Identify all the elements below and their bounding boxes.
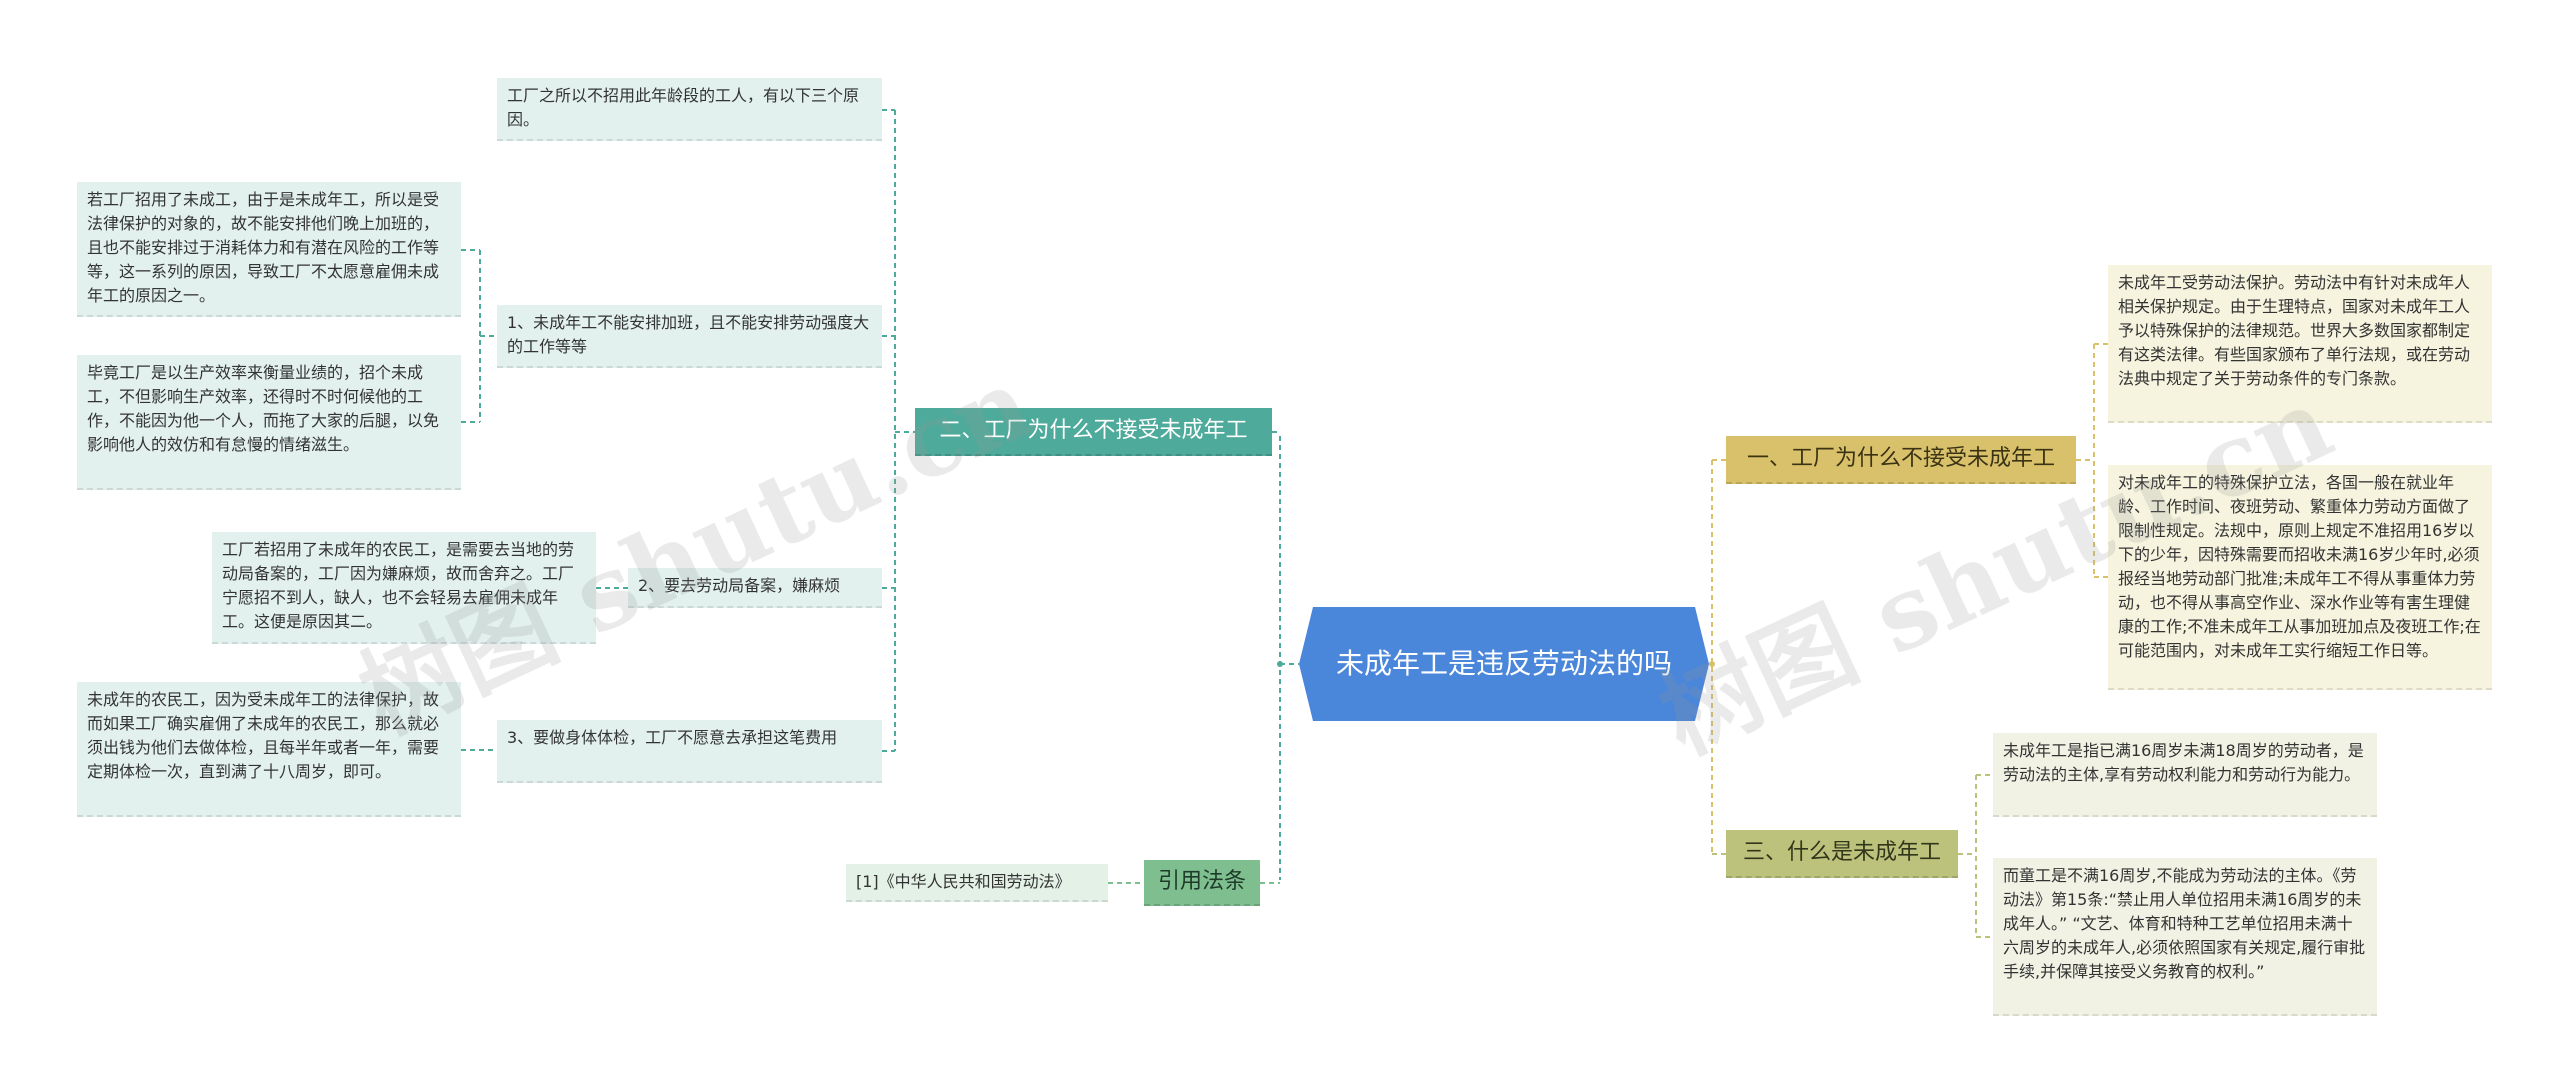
citation-labor-law-text: [1]《中华人民共和国劳动法》 [856,872,1071,891]
b2-reason-1-detail-a[interactable]: 若工厂招用了未成工，由于是未成年工，所以是受法律保护的对象的，故不能安排他们晚上… [77,182,461,317]
b2-reason-2-text: 2、要去劳动局备案，嫌麻烦 [638,576,841,595]
junction-center-right [1709,661,1715,667]
b2-reason-2-detail-text: 工厂若招用了未成年的农民工，是需要去当地的劳动局备案的，工厂因为嫌麻烦，故而舍弃… [222,540,575,631]
central-topic-label: 未成年工是违反劳动法的吗 [1335,647,1672,680]
b2-reason-1[interactable]: 1、未成年工不能安排加班，且不能安排劳动强度大的工作等等 [497,305,882,368]
b1-note-a[interactable]: 未成年工受劳动法保护。劳动法中有针对未成年人相关保护规定。由于生理特点，国家对未… [2108,265,2492,423]
b2-reason-1-text: 1、未成年工不能安排加班，且不能安排劳动强度大的工作等等 [507,313,870,356]
branch-two-label: 二、工厂为什么不接受未成年工 [939,418,1248,443]
b2-reason-3-text: 3、要做身体体检，工厂不愿意去承担这笔费用 [507,728,838,747]
b1-note-b-text: 对未成年工的特殊保护立法，各国一般在就业年龄、工作时间、夜班劳动、繁重体力劳动方… [2118,473,2481,660]
branch-one[interactable]: 一、工厂为什么不接受未成年工 [1726,436,2076,484]
b3-note-a-text: 未成年工是指已满16周岁未满18周岁的劳动者，是劳动法的主体,享有劳动权利能力和… [2003,741,2364,784]
b2-intro-text: 工厂之所以不招用此年龄段的工人，有以下三个原因。 [507,86,860,129]
b2-reason-1-detail-a-text: 若工厂招用了未成工，由于是未成年工，所以是受法律保护的对象的，故不能安排他们晚上… [87,190,440,305]
b2-reason-3-detail[interactable]: 未成年的农民工，因为受未成年工的法律保护，故而如果工厂确实雇佣了未成年的农民工，… [77,682,461,817]
central-topic[interactable]: 未成年工是违反劳动法的吗 [1299,607,1709,721]
b1-note-a-text: 未成年工受劳动法保护。劳动法中有针对未成年人相关保护规定。由于生理特点，国家对未… [2118,273,2471,388]
b2-reason-3[interactable]: 3、要做身体体检，工厂不愿意去承担这笔费用 [497,720,882,783]
b2-reason-1-detail-b[interactable]: 毕竟工厂是以生产效率来衡量业绩的，招个未成工，不但影响生产效率，还得时不时何候他… [77,355,461,490]
branch-three[interactable]: 三、什么是未成年工 [1726,830,1958,878]
b2-intro-note[interactable]: 工厂之所以不招用此年龄段的工人，有以下三个原因。 [497,78,882,141]
b2-reason-2[interactable]: 2、要去劳动局备案，嫌麻烦 [628,568,882,608]
b3-note-b-text: 而童工是不满16周岁,不能成为劳动法的主体。《劳动法》第15条:“禁止用人单位招… [2003,866,2366,981]
branch-three-label: 三、什么是未成年工 [1742,840,1941,865]
citation-labor-law[interactable]: [1]《中华人民共和国劳动法》 [846,864,1108,902]
junction-center-left [1277,661,1283,667]
b1-note-b[interactable]: 对未成年工的特殊保护立法，各国一般在就业年龄、工作时间、夜班劳动、繁重体力劳动方… [2108,465,2492,690]
b2-reason-1-detail-b-text: 毕竟工厂是以生产效率来衡量业绩的，招个未成工，不但影响生产效率，还得时不时何候他… [87,363,440,454]
b2-reason-3-detail-text: 未成年的农民工，因为受未成年工的法律保护，故而如果工厂确实雇佣了未成年的农民工，… [87,690,440,781]
b3-note-a[interactable]: 未成年工是指已满16周岁未满18周岁的劳动者，是劳动法的主体,享有劳动权利能力和… [1993,733,2377,817]
branch-two[interactable]: 二、工厂为什么不接受未成年工 [915,408,1272,456]
b3-note-b[interactable]: 而童工是不满16周岁,不能成为劳动法的主体。《劳动法》第15条:“禁止用人单位招… [1993,858,2377,1016]
branch-one-label: 一、工厂为什么不接受未成年工 [1746,446,2055,471]
b2-reason-2-detail[interactable]: 工厂若招用了未成年的农民工，是需要去当地的劳动局备案的，工厂因为嫌麻烦，故而舍弃… [212,532,596,644]
branch-citation[interactable]: 引用法条 [1144,860,1260,906]
branch-citation-label: 引用法条 [1157,869,1246,894]
